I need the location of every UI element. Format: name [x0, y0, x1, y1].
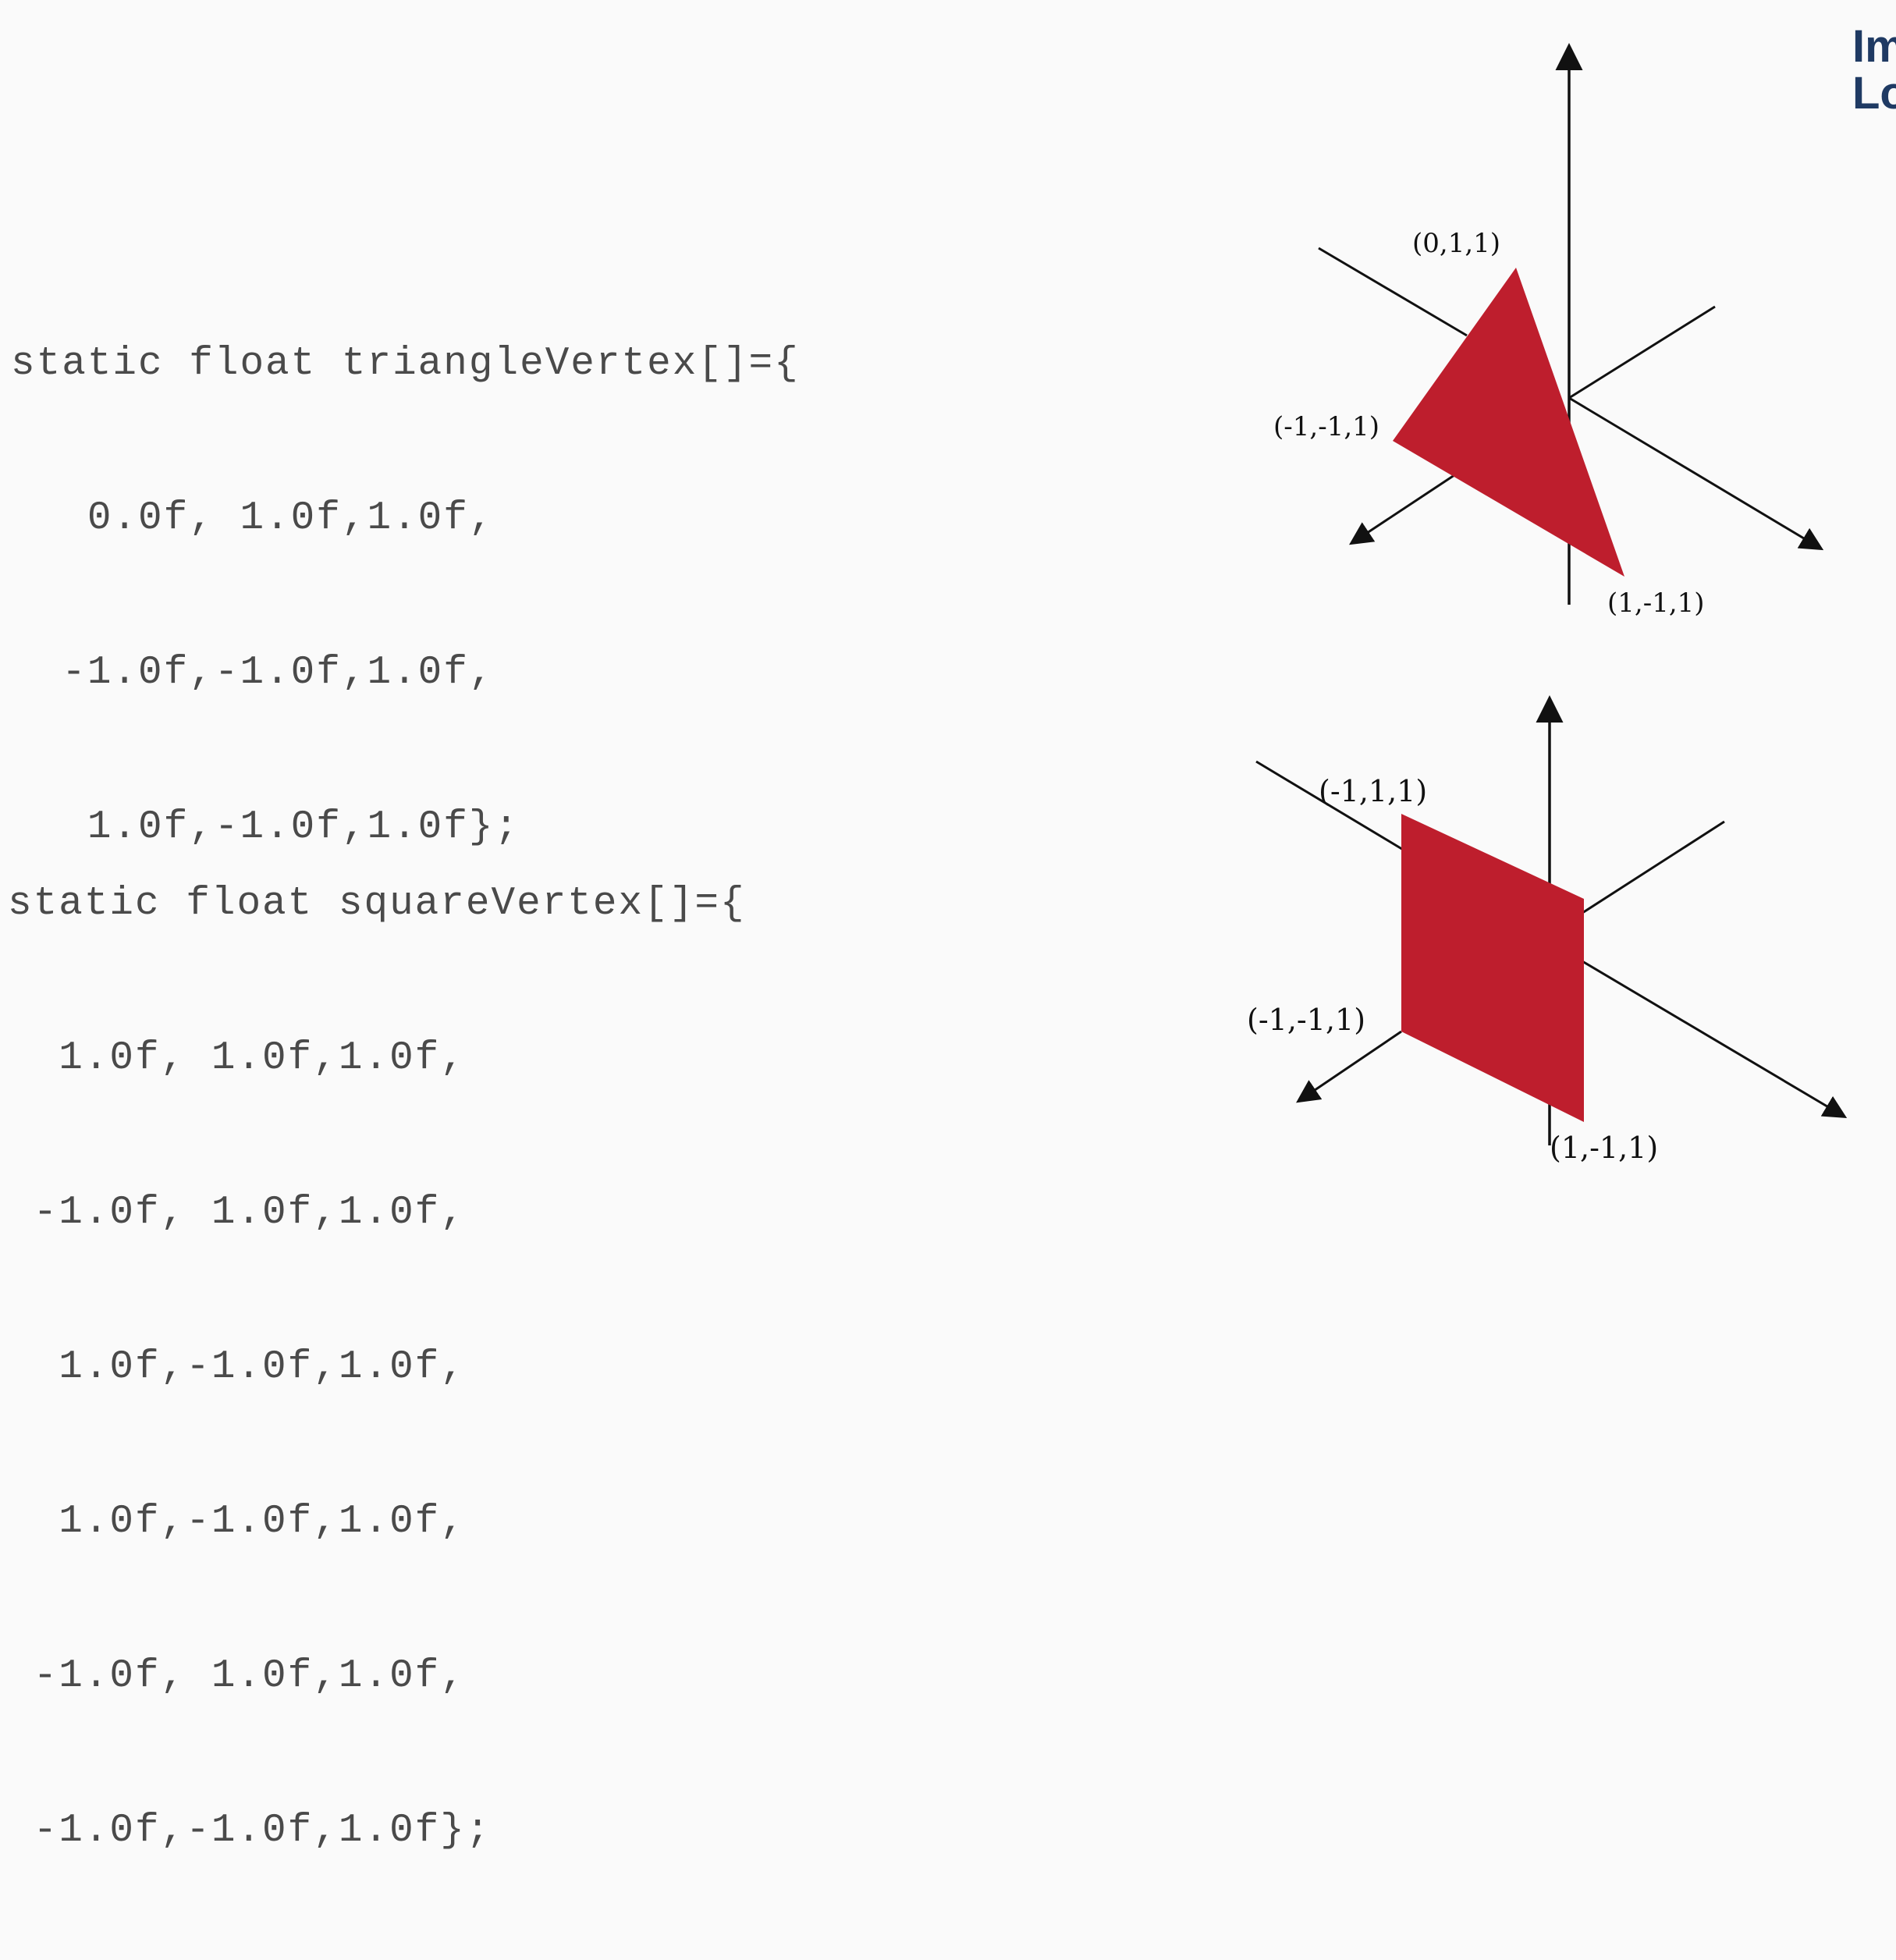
triangle-vertex-code: static float triangleVertex[]={ 0.0f, 1.… [11, 236, 800, 957]
code-line: 0.0f, 1.0f,1.0f, [11, 496, 495, 541]
code-line: static float squareVertex[]={ [8, 882, 746, 926]
x-axis-back [1582, 820, 1725, 914]
x-axis-back [1568, 305, 1716, 399]
brand-logo-text: Im Lo [1852, 23, 1896, 117]
code-line: static float triangleVertex[]={ [11, 342, 800, 386]
code-line: 1.0f,-1.0f,1.0f, [8, 1500, 466, 1544]
z-axis-front [1296, 1030, 1402, 1103]
code-line: 1.0f,-1.0f,1.0f, [8, 1345, 466, 1390]
vertex-label-left: (-1,-1,1) [1273, 411, 1379, 442]
code-line: -1.0f,-1.0f,1.0f}; [8, 1809, 492, 1853]
vertex-label-top: (0,1,1) [1412, 228, 1500, 259]
code-line: 1.0f, 1.0f,1.0f, [8, 1036, 466, 1081]
x-axis [1582, 960, 1848, 1119]
code-line: -1.0f, 1.0f,1.0f, [8, 1191, 466, 1235]
red-triangle [1393, 268, 1624, 577]
vertex-label-bottom-left: (-1,-1,1) [1247, 1003, 1365, 1037]
z-axis-back [1318, 247, 1468, 337]
vertex-label-top-left: (-1,1,1) [1319, 774, 1427, 808]
brand-line: Lo [1852, 68, 1896, 119]
brand-line: Im [1852, 21, 1896, 72]
code-line: -1.0f, 1.0f,1.0f, [8, 1654, 466, 1699]
vertex-label-right: (1,-1,1) [1607, 588, 1705, 619]
code-line: -1.0f,-1.0f,1.0f, [11, 651, 495, 695]
z-axis-front [1348, 470, 1460, 545]
z-axis-back [1255, 760, 1405, 852]
slide: static float triangleVertex[]={ 0.0f, 1.… [8, 23, 1896, 1854]
coordinate-diagrams: (0,1,1) (-1,-1,1) (1,-1,1) (-1,1,1) (-1,… [1247, 43, 1848, 1165]
code-line: 1.0f,-1.0f,1.0f}; [11, 805, 520, 850]
vertex-label-bottom-right: (1,-1,1) [1550, 1131, 1658, 1165]
triangle-diagram: (0,1,1) (-1,-1,1) (1,-1,1) [1273, 43, 1824, 619]
red-square [1401, 814, 1584, 1122]
x-axis [1568, 396, 1824, 551]
square-diagram: (-1,1,1) (-1,-1,1) (1,-1,1) [1247, 695, 1848, 1165]
